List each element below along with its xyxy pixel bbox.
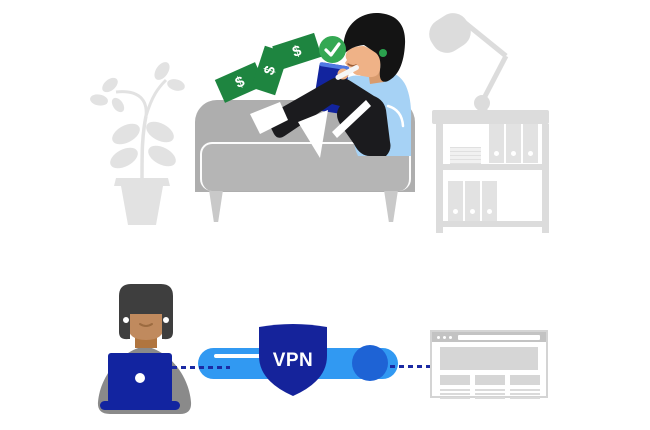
dollar-sign: $ xyxy=(232,73,248,92)
content-placeholder xyxy=(510,375,540,385)
person-at-laptop-illustration xyxy=(97,284,192,414)
binder xyxy=(506,124,521,163)
dollar-sign: $ xyxy=(260,63,280,78)
vpn-shield-badge xyxy=(259,324,327,396)
earring xyxy=(379,49,387,57)
window-dot xyxy=(437,335,440,339)
shoe xyxy=(250,102,288,134)
address-bar xyxy=(458,334,540,340)
hair xyxy=(119,284,173,340)
laptop-illustration xyxy=(100,353,180,410)
dollar-sign: $ xyxy=(290,42,304,61)
binder xyxy=(465,181,480,221)
check-circle-icon xyxy=(319,36,346,63)
couch-leg xyxy=(384,191,398,222)
tunnel-highlight xyxy=(214,354,276,358)
content-placeholder-hero xyxy=(440,347,538,370)
content-placeholder xyxy=(440,375,470,385)
bookshelf-shelf xyxy=(438,164,548,170)
browser-title-bar xyxy=(432,332,546,342)
hair xyxy=(343,12,406,82)
binder xyxy=(523,124,538,163)
bookshelf-shelf xyxy=(438,221,548,227)
bookshelf-leg xyxy=(542,124,549,233)
earring xyxy=(123,317,129,323)
tunnel-end-circle xyxy=(352,345,388,381)
dotted-connection-line-left xyxy=(172,366,230,369)
bookshelf-top xyxy=(432,110,549,124)
dotted-connection-line-right xyxy=(390,365,432,368)
browser-window-illustration xyxy=(430,330,548,399)
plant-pot xyxy=(114,178,170,225)
couch-leg xyxy=(209,191,223,222)
person-on-couch-illustration xyxy=(250,12,412,158)
earring xyxy=(163,317,169,323)
legs xyxy=(268,77,391,156)
desk-lamp-illustration xyxy=(429,13,509,117)
binder xyxy=(448,181,463,221)
potted-plant-illustration xyxy=(90,62,185,225)
binder xyxy=(482,181,497,221)
content-placeholder xyxy=(475,375,505,385)
window-dot xyxy=(449,335,452,339)
stylus xyxy=(335,65,360,80)
paper-stack xyxy=(450,147,481,164)
bookshelf-leg xyxy=(436,124,443,233)
vpn-label: VPN xyxy=(272,350,314,371)
binder xyxy=(489,124,504,163)
window-dot xyxy=(443,335,446,339)
